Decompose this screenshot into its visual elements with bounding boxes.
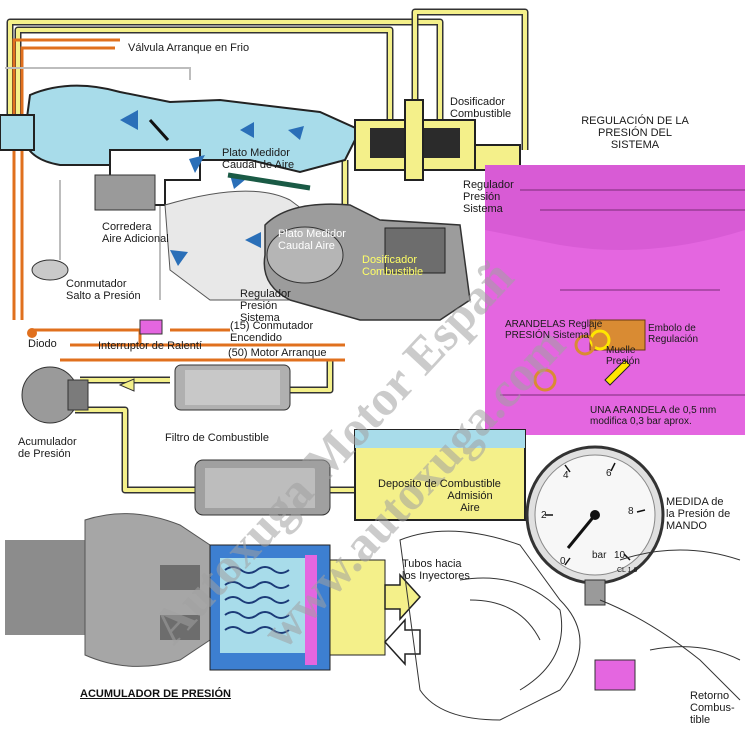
label-embolo: Embolo de Regulación xyxy=(648,323,699,345)
label-plato-medidor-2: Plato Medidor Caudal Aire xyxy=(278,228,346,252)
gauge-tick-4: 4 xyxy=(563,470,569,481)
label-retorno: Retorno Combus- tible xyxy=(690,690,735,726)
label-dosificador-top: Dosificador Combustible xyxy=(450,96,512,120)
label-interruptor-ralenti: Interruptor de Ralentí xyxy=(98,340,202,352)
label-plato-medidor-1: Plato Medidor Caudal de Aire xyxy=(222,147,295,171)
label-regulador-presion-1: Regulador Presión Sistema xyxy=(463,179,514,215)
gauge-tick-8: 8 xyxy=(628,506,634,517)
label-regulador-presion-2: Regulador Presión Sistema xyxy=(240,288,291,324)
label-deposito: Deposito de Combustible xyxy=(378,478,501,490)
gauge-tick-10: 10 xyxy=(614,550,626,561)
label-tubos: Tubos hacia los Inyectores xyxy=(402,558,470,582)
label-acumulador: Acumulador de Presión xyxy=(18,436,77,460)
label-regulacion-title: REGULACIÓN DE LA PRESIÓN DEL SISTEMA xyxy=(581,115,689,151)
label-diodo: Diodo xyxy=(28,338,57,350)
label-muelle: Muelle Presión xyxy=(606,345,640,367)
label-valvula-arranque: Válvula Arranque en Frio xyxy=(128,42,250,54)
acumulador-title: ACUMULADOR DE PRESIÓN xyxy=(80,688,231,700)
label-medida: MEDIDA de la Presión de MANDO xyxy=(666,496,731,532)
label-admision: Admisión Aire xyxy=(447,490,493,514)
label-filtro: Filtro de Combustible xyxy=(165,432,269,444)
label-arandelas: ARANDELAS Reglaje PRESIÓN Sistema xyxy=(505,319,603,341)
gauge-tick-6: 6 xyxy=(606,468,612,479)
label-dosificador-mid: Dosificador Combustible xyxy=(362,254,424,278)
label-conmutador-salto: Conmutador Salto a Presión xyxy=(66,278,141,302)
gauge-class-label: CL 1.6 xyxy=(617,567,638,574)
gauge-tick-2: 2 xyxy=(541,510,547,521)
label-una-arandela: UNA ARANDELA de 0,5 mm modifica 0,3 bar … xyxy=(590,405,717,427)
gauge-tick-0: 0 xyxy=(560,556,566,567)
gauge-unit: bar xyxy=(592,550,607,561)
label-corredera: Corredera Aire Adicional xyxy=(102,221,169,245)
label-motor-arranque: (50) Motor Arranque xyxy=(228,347,327,359)
label-conmutador-encendido: (15) Conmutador Encendido xyxy=(230,320,314,344)
